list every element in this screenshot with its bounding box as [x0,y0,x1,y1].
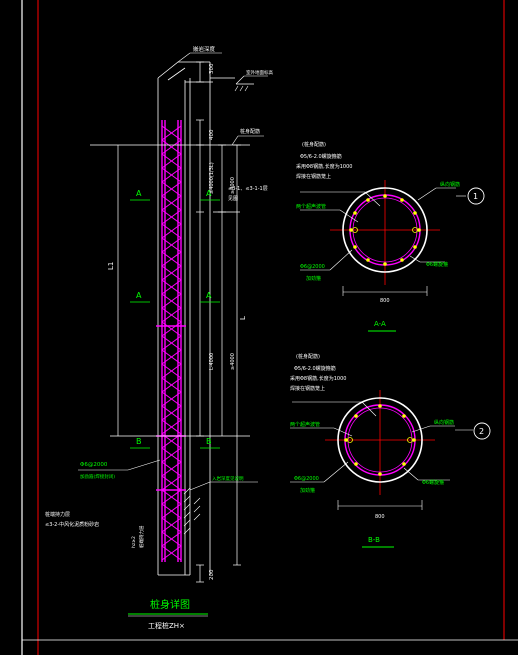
section-b-right-2: Φ6螺旋箍 [422,479,444,486]
section-b-callout-4: 焊接在钢筋笼上 [290,385,325,392]
section-b-callout-2: Φ5/6-2.0螺旋箍筋 [294,365,336,372]
cut-mark-a-left-1: A [136,189,142,198]
section-a-left-3: 加劲箍 [306,275,321,282]
side-note-2: ≤3-1、≤3-1-1层 [228,186,268,192]
section-a-left-1: 两个超声波管 [296,203,326,210]
section-a-callout-2: Φ5/6-2.0螺旋箍筋 [300,153,342,160]
ground-note: 室外地面标高 [246,69,273,76]
dim-a-label: 400 [209,129,215,140]
pile-elevation: A A A A B B 嵌岩深度 室外地面标高 300 400 ≥4000(1/… [45,45,273,630]
section-a-width: 800 [380,298,390,304]
bearing-note-2: ≤3-2-中风化泥质粉砂岩 [45,521,99,528]
section-a-inner-ring [352,197,418,263]
section-b-marker-circle [473,422,491,440]
cut-mark-b-left: B [136,437,142,446]
rebar-cage [156,120,186,562]
section-a-right-1: 纵向钢筋 [440,181,460,188]
dim-d-label: L-4000 [209,353,215,370]
dim-c-label: ≥4000 [230,177,236,194]
section-a-longitudinal-bars [349,194,421,266]
cut-mark-a-left-2: A [136,291,142,300]
section-b-left-1: 两个超声波管 [290,421,320,428]
section-b-marker: 2 [479,427,484,436]
section-b-left-3: 加劲箍 [300,487,315,494]
stirrup-note-1: Φ6@2000 [80,462,108,468]
section-b-width: 800 [375,514,385,520]
section-a-callout-4: 焊接在钢筋笼上 [296,173,331,180]
section-a-leaders [300,187,466,296]
elevation-dimensions [90,61,250,583]
section-a-title: A-A [374,320,386,328]
section-b-b: 2 (桩身配筋) Φ5/6-2.0螺旋箍筋 采用Φ8钢筋,长度为1000 焊接在… [290,353,491,548]
pile-detail-subtitle: 工程桩ZH× [148,621,185,630]
section-a-outer-circle [342,187,428,273]
right-low-note: hz≥2 [131,536,137,548]
dim-d2-label: ≥4000 [230,353,236,370]
section-a-right-2: Φ6螺旋箍 [426,261,448,268]
section-a-tubes [352,227,418,233]
section-a-a: 1 (桩身配筋) Φ5/6-2.0螺旋箍筋 采用Φ8钢筋,长度为1000 焊接在… [296,141,485,332]
section-a-callout-3: 采用Φ8钢筋,长度为1000 [296,163,352,170]
section-cut-labels: A A A A B B [136,189,212,446]
top-note: 嵌岩深度 [193,45,216,53]
section-b-left-2: Φ6@2000 [294,476,319,482]
section-b-tubes [347,437,413,443]
label-L: L [239,316,247,320]
section-b-text: (桩身配筋) Φ5/6-2.0螺旋箍筋 采用Φ8钢筋,长度为1000 焊接在钢筋… [290,353,454,520]
section-b-right-1: 纵向钢筋 [434,419,454,426]
section-b-longitudinal-bars [344,404,416,476]
cut-mark-a-right-2: A [206,291,212,300]
section-b-callout-1: (桩身配筋) [296,353,320,360]
section-b-inner-ring [347,407,413,473]
section-cut-marks [130,199,220,449]
ground-hatching [183,85,249,535]
dim-b-label: ≥4000(1/3L) [209,162,215,194]
section-a-marker-circle [467,187,485,205]
bearing-note-1: 桩端持力层 [45,511,70,518]
pile-detail-title: 桩身详图 [150,598,190,611]
section-b-title: B-B [368,536,380,544]
section-b-leaders [290,401,473,510]
dim-top-label: 300 [209,63,215,74]
stirrup-note-2: 加劲箍(焊接封闭) [80,473,115,480]
section-a-left-2: Φ6@2000 [300,264,325,270]
section-a-text: (桩身配筋) Φ5/6-2.0螺旋箍筋 采用Φ8钢筋,长度为1000 焊接在钢筋… [296,141,460,304]
elevation-leaders [78,52,268,491]
cut-mark-b-right: B [206,437,212,446]
section-a-marker: 1 [473,192,478,201]
right-low-note-2: 桩端持力层 [138,525,145,548]
elevation-text: 嵌岩深度 室外地面标高 300 400 ≥4000(1/3L) ≥4000 L-… [45,45,273,580]
section-b-outer-circle [337,397,423,483]
section-b-callout-3: 采用Φ8钢筋,长度为1000 [290,375,346,382]
section-a-callout-1: (桩身配筋) [302,141,326,148]
side-note-1: 桩身配筋 [240,128,260,135]
drawing-frame [21,0,518,655]
label-L1: L1 [107,262,115,270]
rock-note: 入岩深度见说明 [212,475,244,482]
dim-bottom-label: 200 [209,569,215,580]
cut-mark-a-right-1: A [206,189,212,198]
side-note-3: 见图 [228,196,238,202]
